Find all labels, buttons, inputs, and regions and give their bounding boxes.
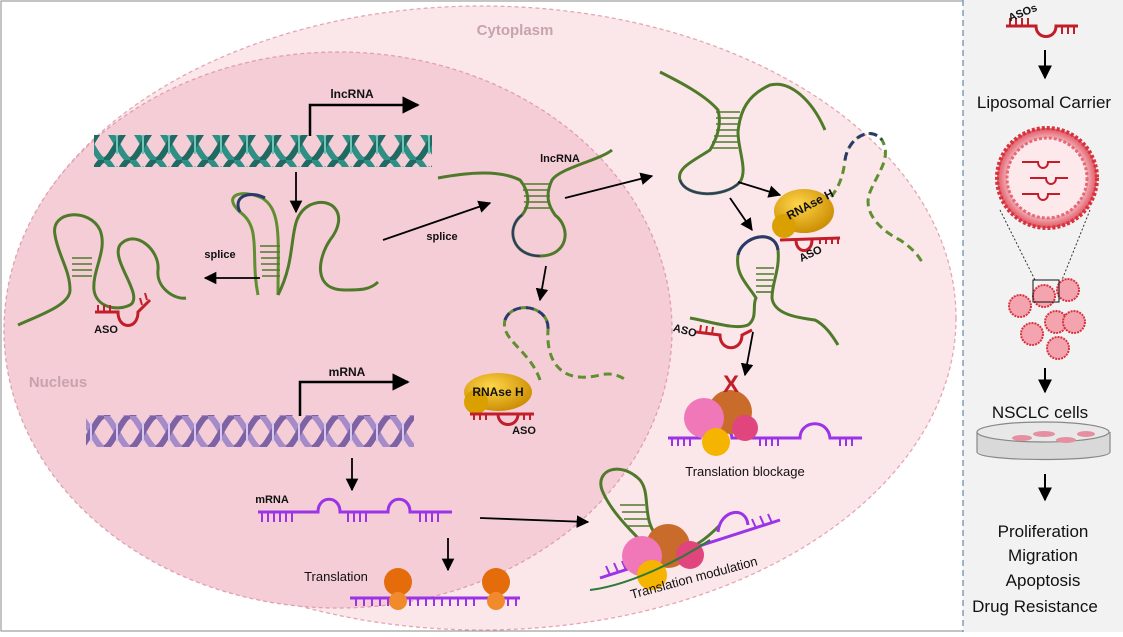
outcome-drug-resistance: Drug Resistance — [972, 597, 1098, 616]
rnase-nucleus-label: RNAse H — [472, 385, 523, 399]
liposome-icon — [995, 126, 1099, 230]
rnase-h-nucleus — [464, 373, 534, 426]
arrow-splice-right — [382, 200, 492, 241]
splice-left-label: splice — [204, 249, 235, 261]
translation-label: Translation — [304, 569, 368, 584]
lncrna-aso-complex-left — [17, 213, 187, 327]
petri-dish-icon — [976, 421, 1111, 461]
mrna-gene-label: mRNA — [329, 365, 366, 379]
splice-right-label: splice — [426, 231, 457, 243]
mrna-strand — [258, 497, 452, 522]
aso-icon — [1006, 18, 1078, 38]
arrow-to-aso-cyto — [729, 197, 753, 232]
lncrna-gene-dna — [94, 135, 432, 167]
translation-modulation-complex — [589, 467, 781, 591]
arrow-to-rnase-cyto — [737, 181, 782, 198]
outcome-proliferation: Proliferation — [998, 522, 1089, 541]
sidebar-panel — [963, 0, 1123, 632]
mrna-transcription-arrow — [298, 373, 410, 416]
arrow-to-cytoplasm-lncrna — [564, 172, 654, 199]
translation-blockage-complex — [668, 390, 862, 456]
nucleus-label: Nucleus — [29, 374, 87, 391]
lncrna-transcription-arrow — [308, 96, 420, 136]
degraded-lncrna-nucleus — [503, 306, 627, 382]
arrow-to-blockage — [740, 331, 754, 377]
aso-nucleus-label: ASO — [512, 425, 536, 437]
mature-lncrna — [437, 148, 613, 258]
aso-left-label: ASO — [94, 324, 118, 336]
zoom-line-right — [1061, 209, 1091, 281]
nucleus-region — [3, 51, 673, 609]
cells-label: NSCLC cells — [992, 403, 1088, 422]
zoom-line-left — [999, 209, 1036, 281]
rnase-h-cyto — [772, 189, 841, 252]
mrna-gene-dna — [86, 415, 414, 447]
cytoplasm-lncrna-top — [659, 70, 827, 196]
degraded-lncrna-cyto — [799, 132, 924, 263]
cytoplasm-lncrna-aso — [689, 235, 840, 350]
arrow-to-modulation — [479, 515, 590, 528]
translation-blockage-label: Translation blockage — [685, 464, 804, 479]
liposome-cluster-icon — [1008, 278, 1086, 360]
translation-ribosomes — [350, 568, 520, 610]
mrna-strand-label: mRNA — [255, 494, 289, 506]
lncrna-mid-label: lncRNA — [540, 153, 580, 165]
carrier-label: Liposomal Carrier — [977, 93, 1111, 112]
lncrna-top-label: lncRNA — [330, 87, 374, 101]
arrow-to-rnase-nucleus — [535, 265, 549, 302]
pre-lncrna-structure — [231, 192, 380, 296]
cytoplasm-label: Cytoplasm — [477, 22, 554, 39]
outcome-migration: Migration — [1008, 546, 1078, 565]
block-mark: X — [723, 371, 739, 398]
outcome-apoptosis: Apoptosis — [1006, 571, 1081, 590]
